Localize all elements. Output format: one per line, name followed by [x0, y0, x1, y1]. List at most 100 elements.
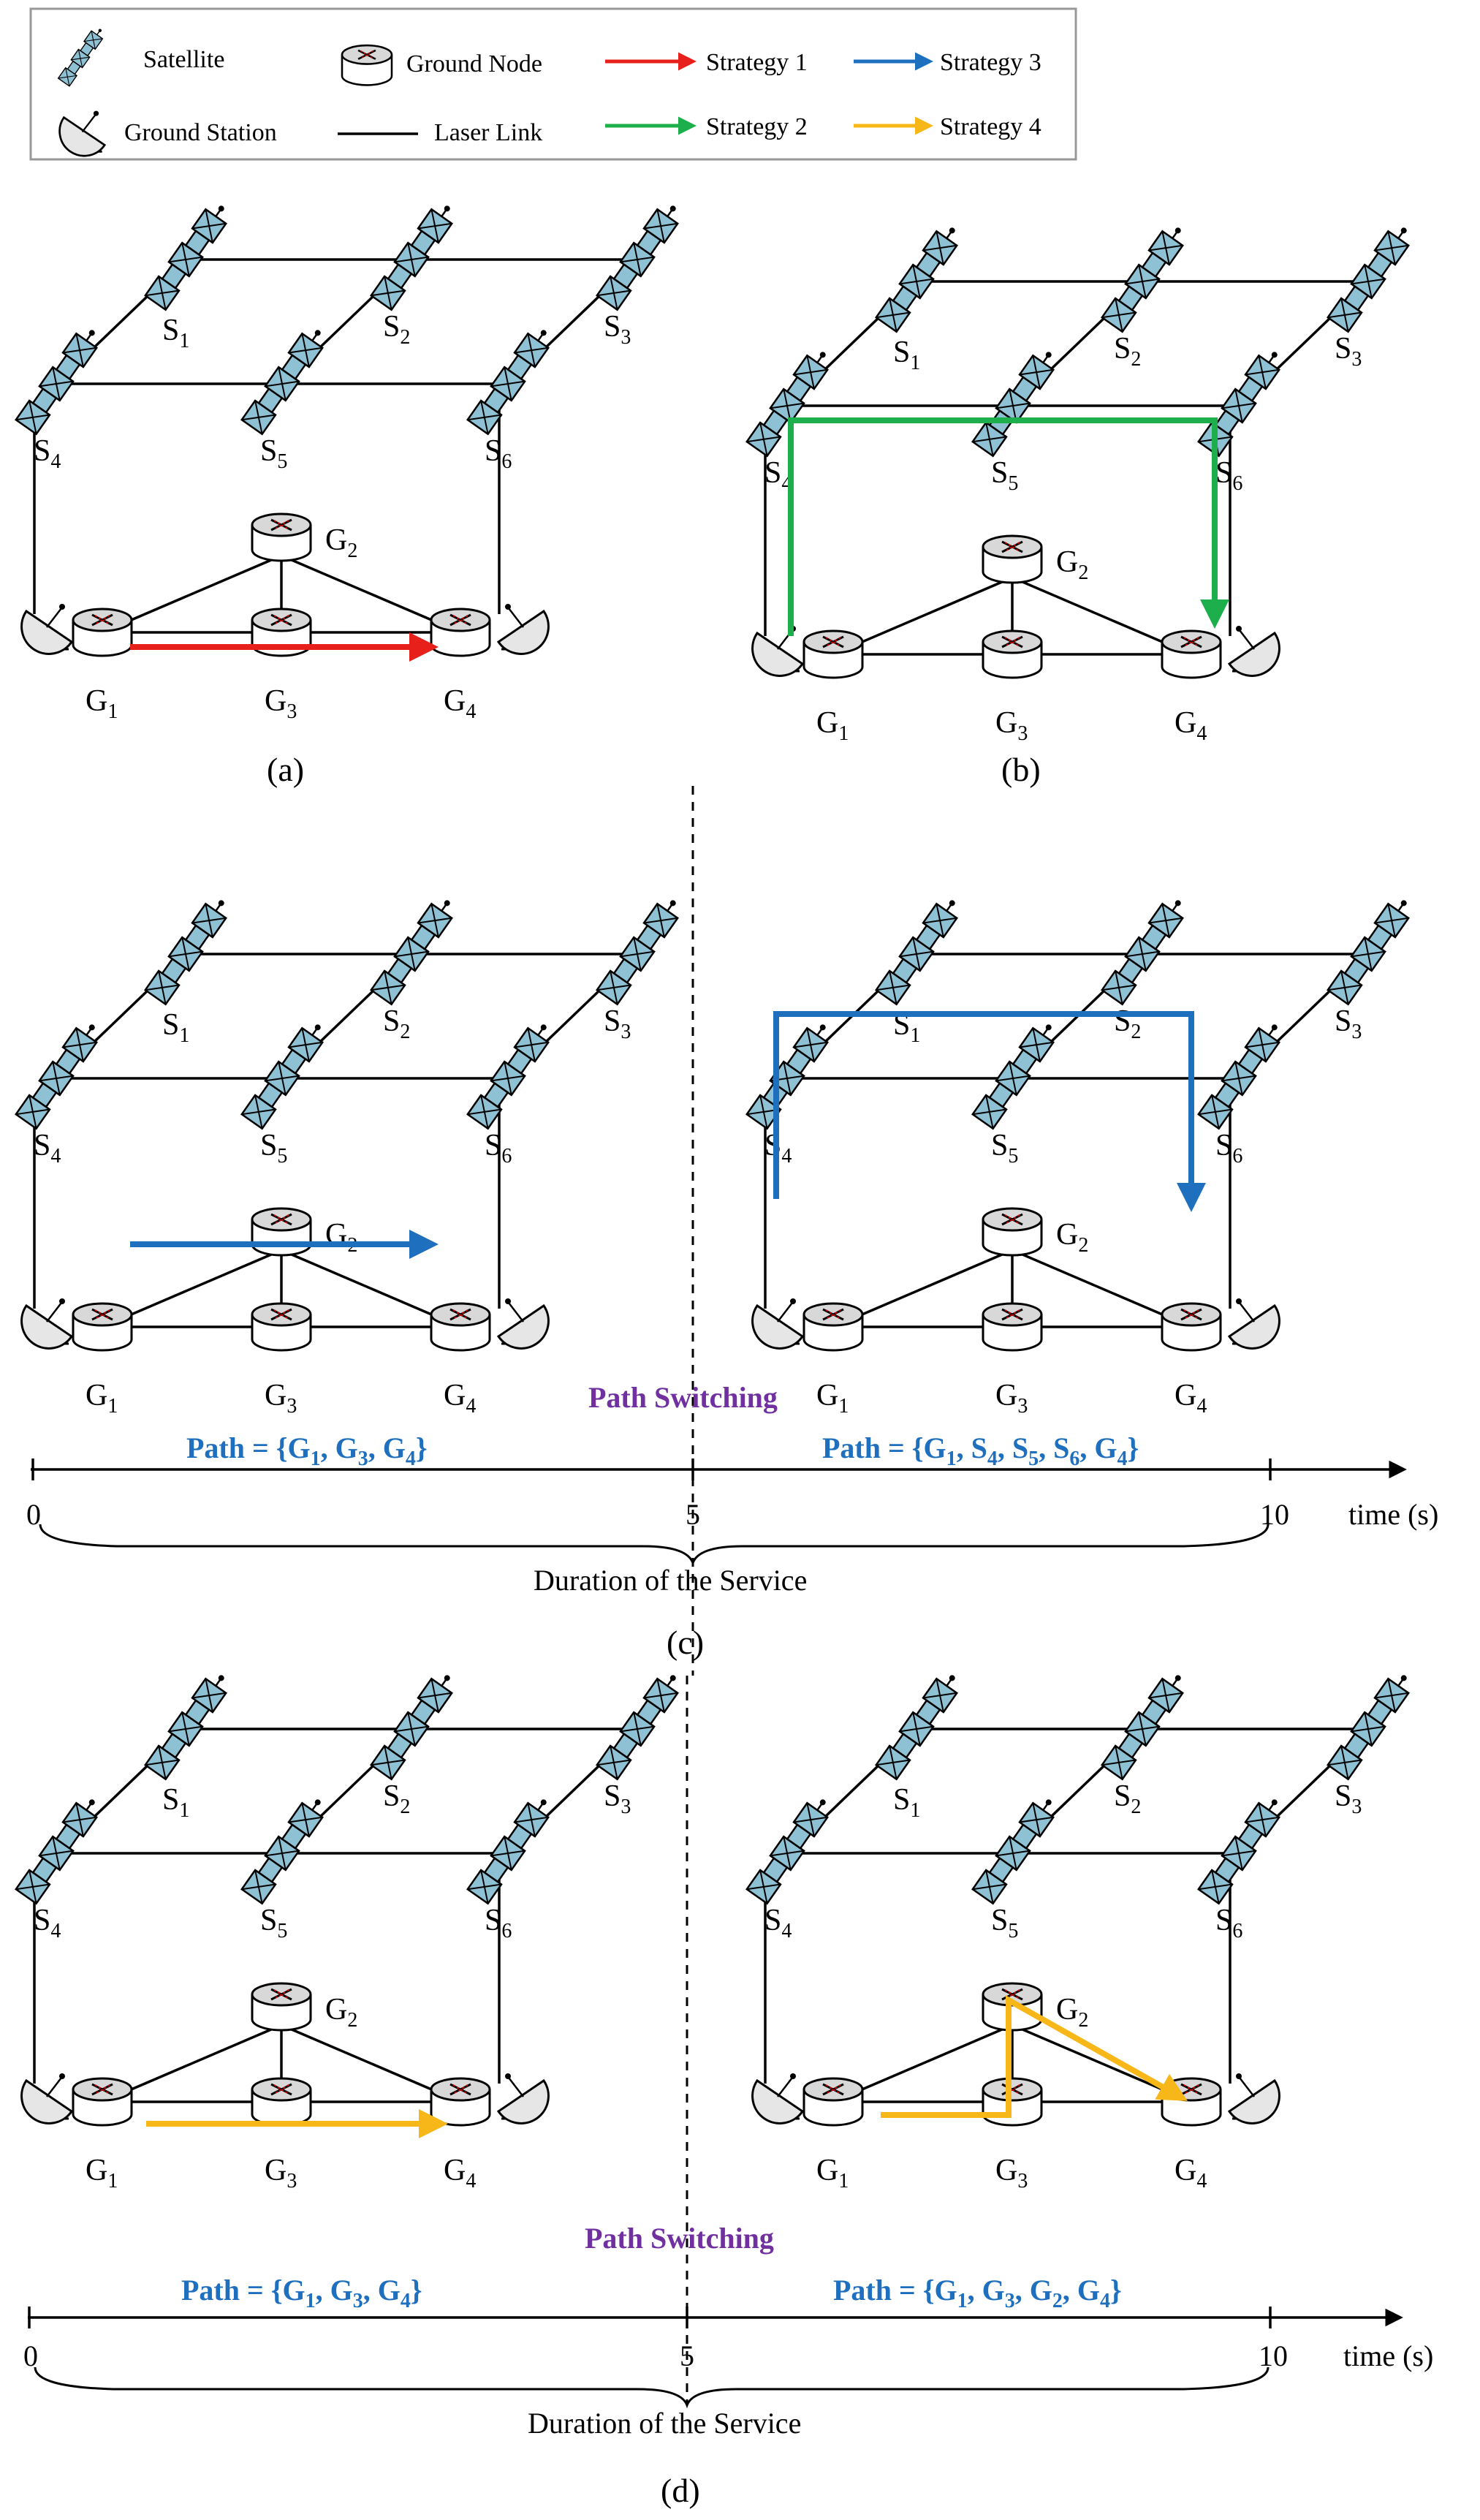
tick-0-c: 0: [26, 1498, 41, 1531]
svg-text:S1: S1: [162, 1783, 189, 1822]
path-switching-label-c: Path Switching: [588, 1381, 778, 1414]
svg-text:S2: S2: [383, 1004, 410, 1043]
time-axis-label-c: time (s): [1348, 1498, 1438, 1531]
svg-text:S6: S6: [1215, 1129, 1242, 1168]
svg-text:G3: G3: [265, 1379, 297, 1418]
svg-text:G3: G3: [265, 2154, 297, 2192]
panel-a-node-labels: S1 S2 S3 S4 S5 S6 G2 G1 G3 G4: [34, 310, 631, 723]
path-before-label-c: Path = {G1, G3, G4}: [186, 1431, 428, 1470]
svg-text:S5: S5: [991, 1129, 1018, 1168]
path-switching-label-d: Path Switching: [585, 2222, 774, 2255]
svg-text:S4: S4: [34, 434, 61, 473]
panel-b-node-labels: S1 S2 S3 S4 S5 S6 G2 G1 G3 G4: [764, 332, 1362, 745]
legend-ground-node-label: Ground Node: [406, 50, 542, 77]
svg-text:S1: S1: [893, 1783, 920, 1822]
svg-text:S6: S6: [1215, 1904, 1242, 1942]
panel-a: S1 S2 S3 S4 S5 S6 G2 G1 G3 G4 (a): [16, 199, 685, 788]
path-after-label-c: Path = {G1, S4, S5, S6, G4}: [822, 1431, 1139, 1470]
panel-d-right-node-labels: S1 S2 S3 S4 S5 S6 G2 G1 G3 G4: [764, 1779, 1362, 2192]
svg-text:G1: G1: [816, 1379, 849, 1418]
legend-ground-station-label: Ground Station: [124, 119, 277, 146]
svg-text:G1: G1: [86, 684, 118, 723]
svg-text:S4: S4: [764, 1904, 792, 1942]
svg-text:G4: G4: [1174, 1379, 1207, 1418]
svg-text:G3: G3: [995, 2154, 1028, 2192]
duration-label-d: Duration of the Service: [528, 2407, 801, 2440]
strategy2-path-arrow: [788, 417, 1229, 636]
panel-b: S1 S2 S3 S4 S5 S6 G2 G1 G3 G4 (b): [747, 221, 1416, 788]
svg-text:S3: S3: [604, 310, 631, 349]
svg-text:S5: S5: [260, 1129, 287, 1168]
svg-text:S6: S6: [485, 434, 512, 473]
svg-text:G4: G4: [444, 2154, 476, 2192]
strategy3-path-after-arrow: [773, 1011, 1206, 1212]
svg-text:S2: S2: [1114, 1779, 1141, 1818]
timeline-c: Path Switching Path = {G1, G3, G4} Path …: [26, 1381, 1438, 1661]
svg-text:S6: S6: [485, 1129, 512, 1168]
svg-text:G4: G4: [1174, 2154, 1207, 2192]
panel-c-left: S1 S2 S3 S4 S5 S6 G2 G1 G3 G4: [16, 893, 685, 1418]
svg-text:S1: S1: [162, 314, 189, 352]
duration-brace-d: [34, 2366, 1270, 2409]
svg-text:G1: G1: [816, 2154, 849, 2192]
caption-c: (c): [667, 1624, 704, 1661]
svg-text:G2: G2: [325, 1218, 357, 1257]
panel-d-left-node-labels: S1 S2 S3 S4 S5 S6 G2 G1 G3 G4: [34, 1779, 631, 2192]
duration-label-c: Duration of the Service: [534, 1564, 807, 1597]
svg-text:G4: G4: [444, 684, 476, 723]
svg-text:S2: S2: [1114, 332, 1141, 371]
caption-b: (b): [1001, 751, 1041, 788]
svg-text:S2: S2: [1114, 1004, 1141, 1043]
panel-c-left-node-labels: S1 S2 S3 S4 S5 S6 G2 G1 G3 G4: [34, 1004, 631, 1418]
svg-text:G2: G2: [1056, 1218, 1088, 1257]
time-axis-label-d: time (s): [1343, 2339, 1433, 2372]
svg-text:S4: S4: [34, 1129, 61, 1168]
svg-text:G1: G1: [86, 1379, 118, 1418]
panel-d-left: S1 S2 S3 S4 S5 S6 G2 G1 G3 G4: [16, 1668, 685, 2192]
legend-satellite-label: Satellite: [143, 46, 224, 73]
legend-strategy4-label: Strategy 4: [940, 113, 1041, 140]
svg-text:G2: G2: [1056, 1993, 1088, 2032]
svg-text:S4: S4: [34, 1904, 61, 1942]
legend-strategy1-label: Strategy 1: [706, 49, 808, 76]
svg-text:S1: S1: [162, 1008, 189, 1047]
caption-d: (d): [661, 2472, 700, 2509]
svg-text:G1: G1: [86, 2154, 118, 2192]
legend-ground-node-icon: [341, 44, 393, 86]
svg-text:G4: G4: [444, 1379, 476, 1418]
svg-text:S5: S5: [260, 434, 287, 473]
svg-text:S3: S3: [1335, 332, 1362, 371]
legend: Satellite Ground Station Ground Node Las…: [29, 7, 1077, 161]
svg-text:S3: S3: [1335, 1004, 1362, 1043]
strategy4-path-after-arrow: [881, 1995, 1188, 2118]
svg-text:G4: G4: [1174, 706, 1207, 745]
legend-laser-link-label: Laser Link: [434, 119, 542, 146]
svg-text:S6: S6: [1215, 456, 1242, 495]
svg-text:G3: G3: [995, 706, 1028, 745]
panel-c-right: S1 S2 S3 S4 S5 S6 G2 G1 G3 G4: [747, 893, 1416, 1418]
path-before-label-d: Path = {G1, G3, G4}: [181, 2274, 422, 2312]
duration-brace-c: [39, 1524, 1270, 1567]
svg-text:S3: S3: [1335, 1779, 1362, 1818]
tick-5-c: 5: [686, 1498, 700, 1531]
tick-0-d: 0: [23, 2339, 38, 2372]
caption-a: (a): [267, 751, 304, 788]
legend-strategy3-label: Strategy 3: [940, 49, 1041, 76]
path-after-label-d: Path = {G1, G3, G2, G4}: [833, 2274, 1122, 2312]
svg-text:S4: S4: [764, 456, 792, 495]
panel-d-right: S1 S2 S3 S4 S5 S6 G2 G1 G3 G4: [747, 1668, 1416, 2192]
svg-text:S2: S2: [383, 310, 410, 349]
svg-text:S5: S5: [991, 1904, 1018, 1942]
tick-10-c: 10: [1260, 1498, 1289, 1531]
svg-text:S1: S1: [893, 336, 920, 374]
svg-text:G3: G3: [265, 684, 297, 723]
svg-text:S3: S3: [604, 1779, 631, 1818]
svg-text:S5: S5: [991, 456, 1018, 495]
svg-text:S3: S3: [604, 1004, 631, 1043]
svg-text:S2: S2: [383, 1779, 410, 1818]
svg-text:G2: G2: [325, 1993, 357, 2032]
legend-strategy2-label: Strategy 2: [706, 113, 808, 140]
panel-c-right-node-labels: S1 S2 S3 S4 S5 S6 G2 G1 G3 G4: [764, 1004, 1362, 1418]
tick-5-d: 5: [680, 2339, 694, 2372]
svg-text:G2: G2: [325, 523, 357, 562]
